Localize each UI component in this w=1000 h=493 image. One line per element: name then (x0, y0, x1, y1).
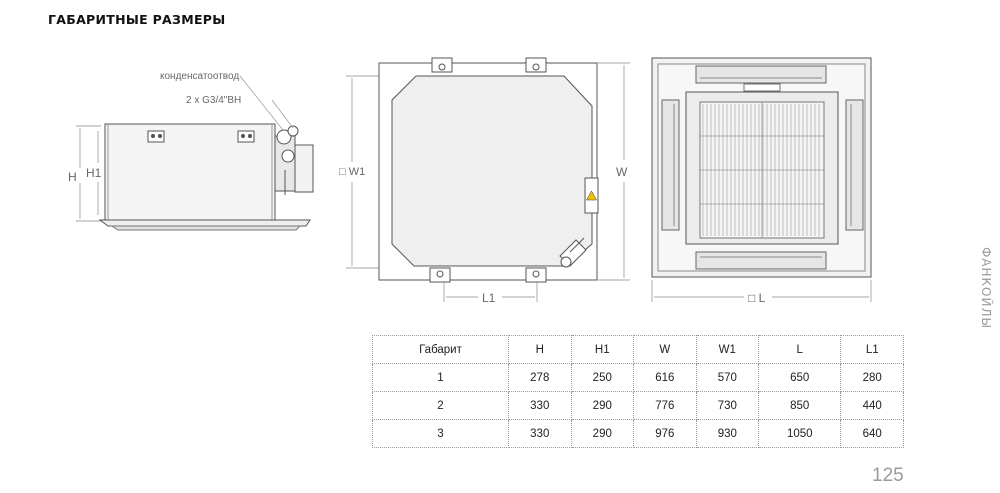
table-header-cell: Габарит (372, 335, 509, 364)
page-number: 125 (872, 465, 904, 486)
top-view-drawing (346, 57, 630, 302)
table-header-cell: L1 (840, 335, 904, 364)
dim-label-w: W (616, 165, 628, 179)
table-header-cell: W (633, 335, 697, 364)
table-cell: 290 (570, 419, 635, 448)
front-panel-drawing (651, 57, 872, 278)
dim-label-h1: H1 (86, 166, 102, 180)
table-cell: 616 (633, 363, 697, 392)
table-cell: 776 (633, 391, 697, 420)
table-cell: 1 (372, 363, 509, 392)
table-cell: 440 (840, 391, 904, 420)
dim-label-l: □ L (748, 291, 766, 305)
side-view-drawing (76, 75, 314, 231)
table-header-cell: H1 (570, 335, 635, 364)
table-header-cell: L (758, 335, 842, 364)
table-cell: 1050 (758, 419, 842, 448)
table-cell: 330 (508, 391, 572, 420)
table-header-cell: W1 (695, 335, 760, 364)
callout-pipes-label: 2 x G3/4"ВН (186, 95, 241, 106)
page-title: ГАБАРИТНЫЕ РАЗМЕРЫ (48, 12, 226, 27)
table-cell: 850 (758, 391, 842, 420)
table-cell: 3 (372, 419, 509, 448)
table-cell: 570 (695, 363, 760, 392)
dim-label-l1: L1 (482, 291, 496, 305)
table-cell: 730 (695, 391, 760, 420)
table-cell: 250 (570, 363, 635, 392)
front-panel-grille (700, 102, 824, 238)
dim-l-lines (651, 280, 872, 302)
dim-label-w1: □ W1 (339, 166, 365, 178)
section-side-label: ФАНКОЙЛЫ (979, 246, 993, 330)
table-cell: 280 (840, 363, 904, 392)
table-cell: 330 (508, 419, 572, 448)
table-cell: 278 (508, 363, 572, 392)
table-cell: 930 (695, 419, 760, 448)
table-cell: 976 (633, 419, 697, 448)
table-cell: 640 (840, 419, 904, 448)
table-cell: 290 (570, 391, 635, 420)
table-cell: 650 (758, 363, 842, 392)
table-header-cell: H (508, 335, 572, 364)
dim-label-h: H (68, 170, 77, 184)
callout-drain-label: конденсатоотвод (160, 71, 239, 82)
table-cell: 2 (372, 391, 509, 420)
